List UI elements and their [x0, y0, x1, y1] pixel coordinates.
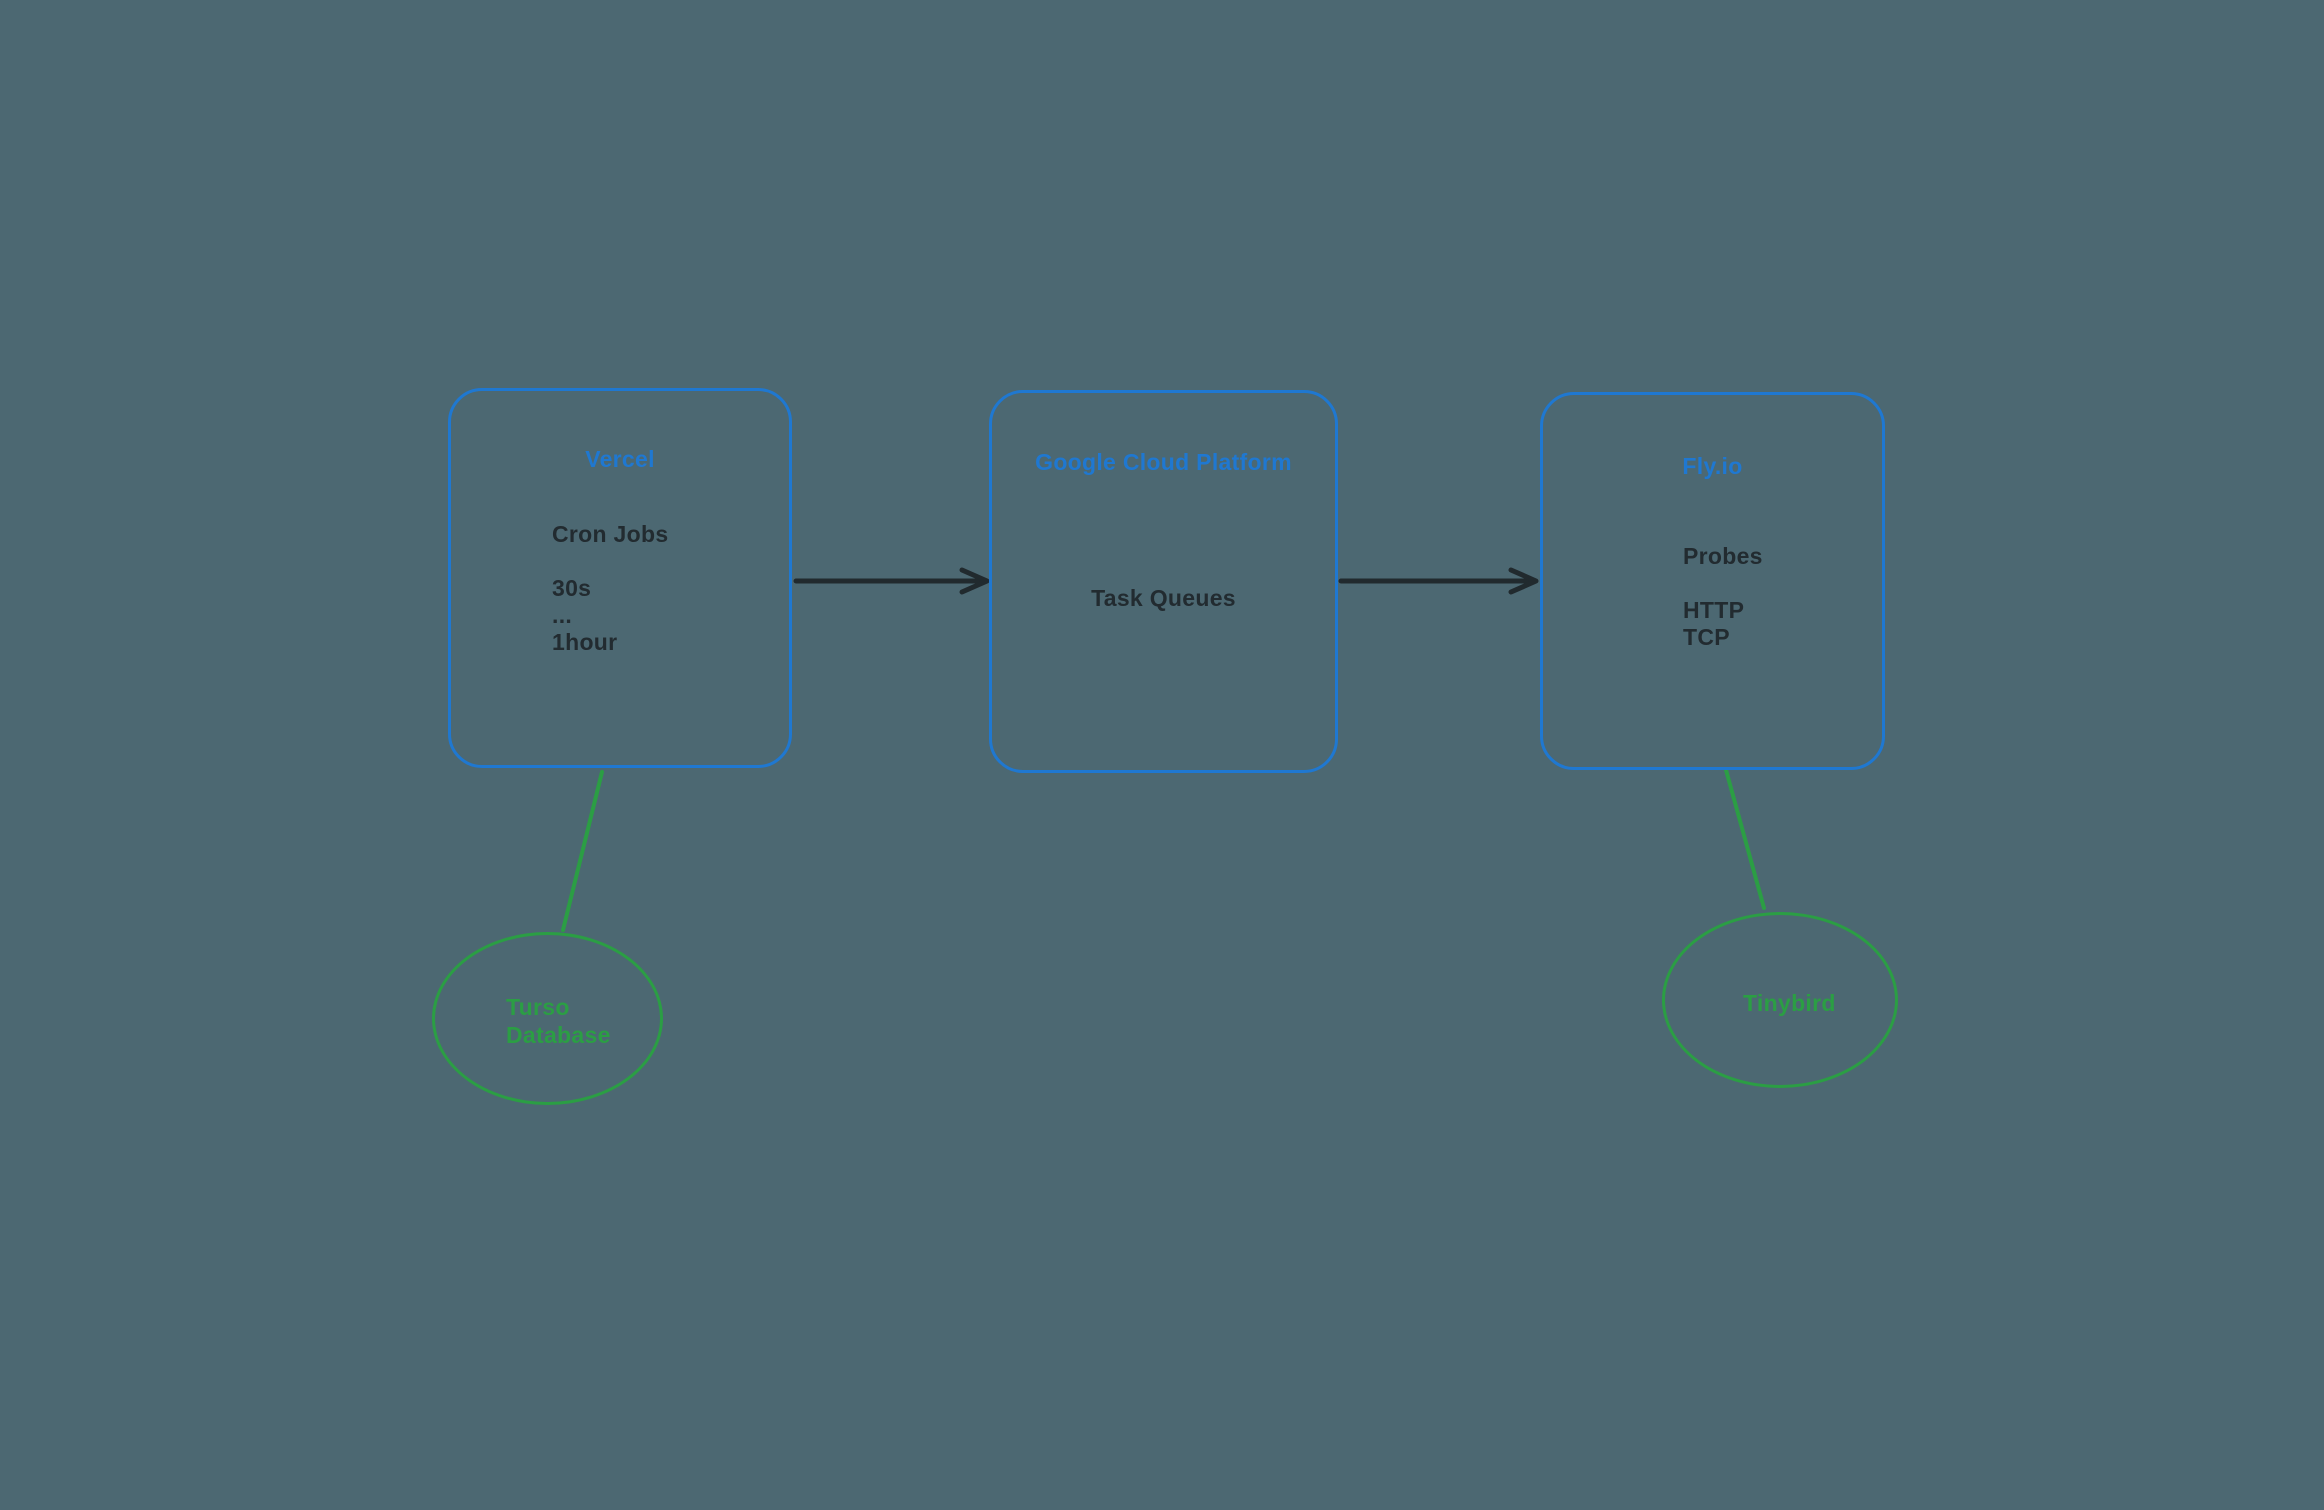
database-tinybird: Tinybird: [1662, 912, 1898, 1088]
database-turso: Turso Database: [432, 932, 663, 1105]
node-google-cloud-platform: Google Cloud Platform Task Queues: [989, 390, 1338, 773]
arrow-vercel-to-gcp: [793, 567, 990, 595]
node-vercel-title: Vercel: [585, 446, 655, 472]
node-vercel-body-line: Cron Jobs: [552, 521, 669, 547]
node-flyio-body-spacer: [1683, 570, 1763, 597]
database-tinybird-label: Tinybird: [1743, 989, 1836, 1017]
node-google-cloud-platform-body-line: Task Queues: [1091, 585, 1236, 611]
node-vercel-body-spacer: [552, 548, 668, 575]
node-flyio-body-line: TCP: [1683, 624, 1730, 650]
node-flyio-body: Probes HTTP TCP: [1683, 543, 1763, 651]
database-turso-label-line: Turso: [506, 994, 570, 1020]
database-tinybird-label-line: Tinybird: [1743, 990, 1836, 1016]
database-turso-label-line: Database: [506, 1022, 611, 1048]
connector-vercel-to-turso: [561, 770, 604, 932]
node-vercel-body-line: ...: [552, 602, 573, 628]
node-vercel: Vercel Cron Jobs 30s ... 1hour: [448, 388, 792, 768]
node-flyio-body-line: HTTP: [1683, 597, 1745, 623]
node-flyio-body-line: Probes: [1683, 543, 1763, 569]
connector-flyio-to-tinybird: [1724, 768, 1766, 910]
arrow-gcp-to-flyio: [1338, 567, 1539, 595]
node-vercel-body-line: 30s: [552, 575, 592, 601]
node-google-cloud-platform-body: Task Queues: [992, 585, 1335, 612]
node-flyio-title: Fly.io: [1682, 453, 1743, 479]
database-turso-label: Turso Database: [506, 993, 611, 1049]
node-vercel-body: Cron Jobs 30s ... 1hour: [552, 521, 668, 656]
node-flyio: Fly.io Probes HTTP TCP: [1540, 392, 1885, 770]
node-google-cloud-platform-title: Google Cloud Platform: [1035, 449, 1292, 475]
node-vercel-body-line: 1hour: [552, 629, 618, 655]
